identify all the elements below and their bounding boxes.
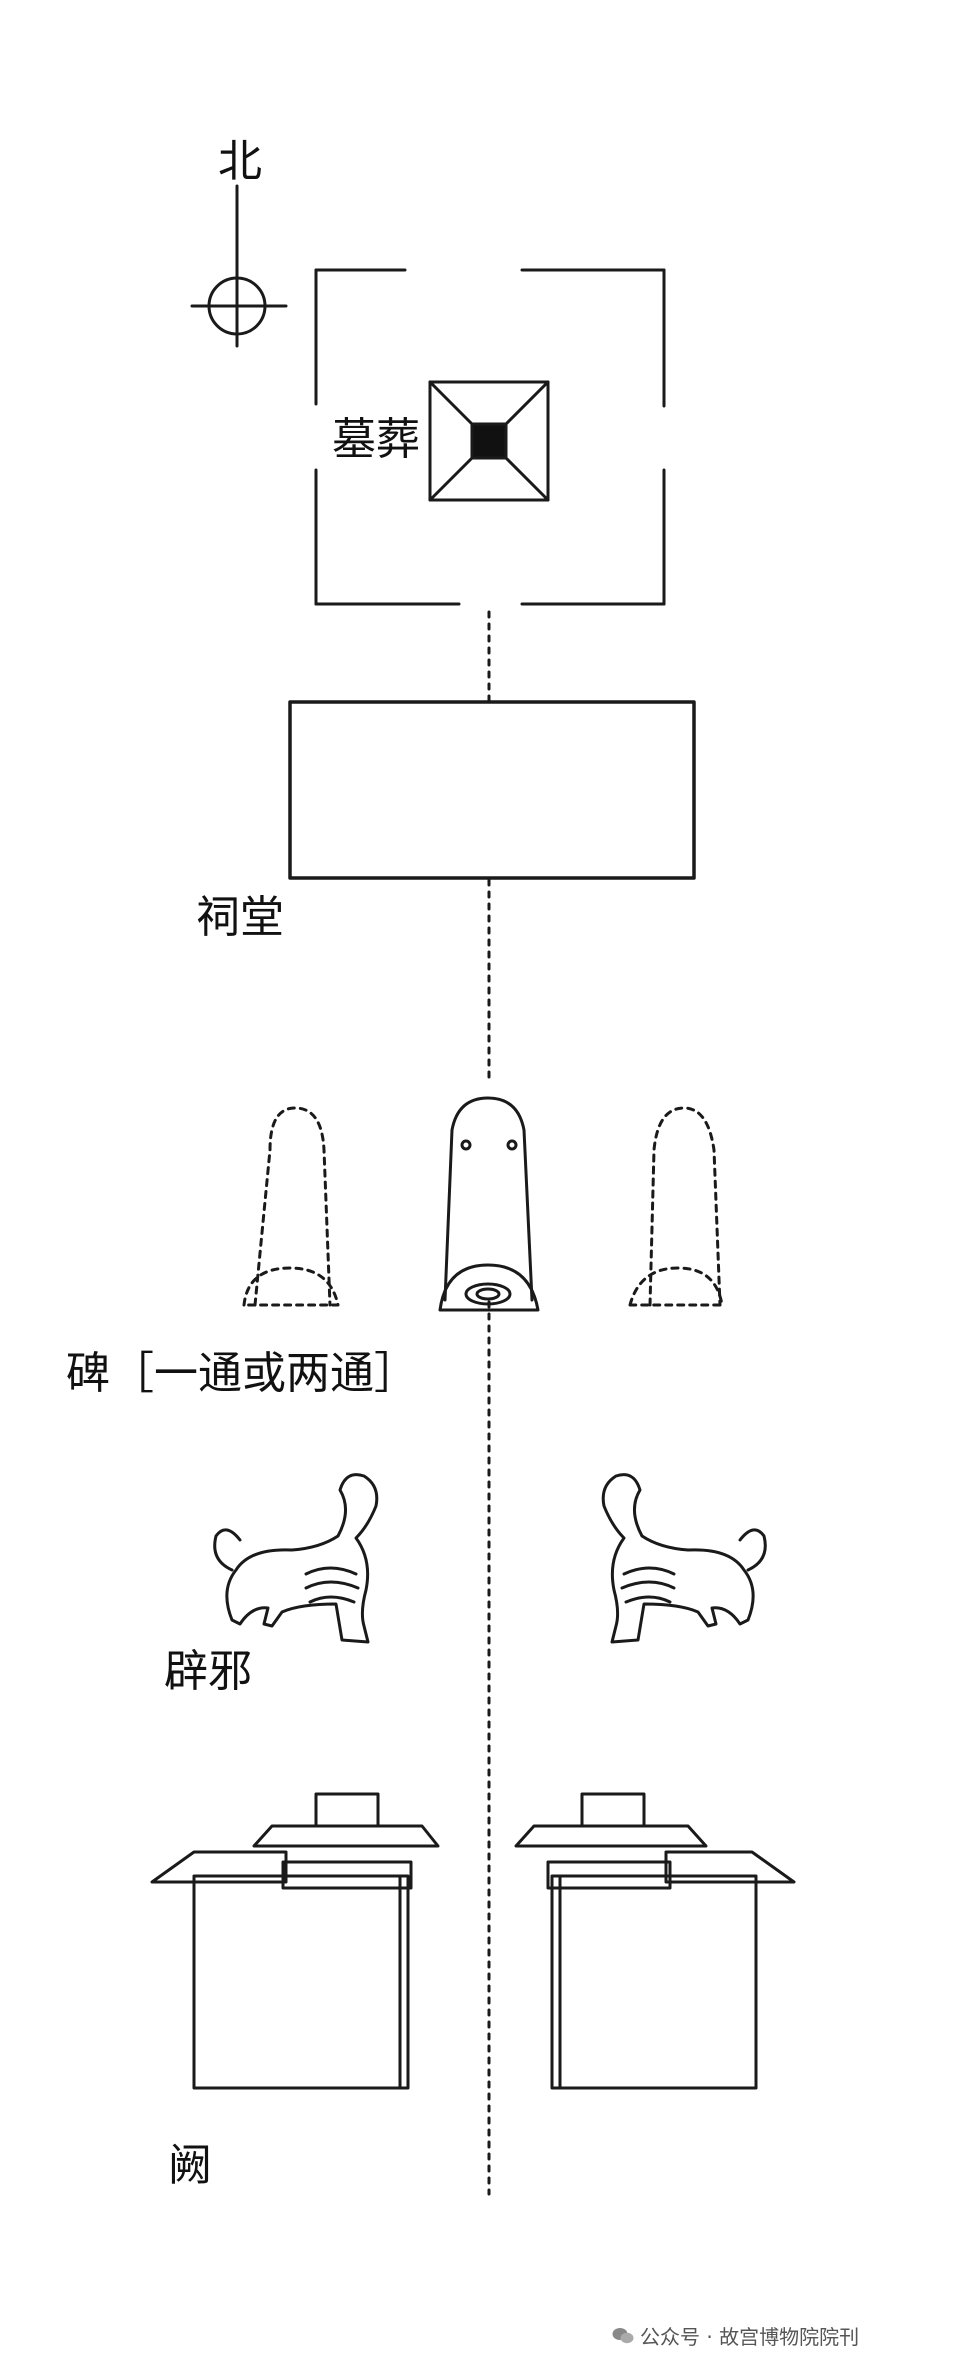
shrine-hall bbox=[288, 700, 696, 880]
tomb-enclosure-wall bbox=[314, 268, 666, 606]
stele-label: 碑［一通或两通］ bbox=[66, 1348, 418, 1399]
bixie-right bbox=[601, 1473, 767, 1644]
watermark: 公众号 · 故宫博物院院刊 bbox=[612, 2321, 859, 2350]
compass-icon bbox=[190, 184, 288, 348]
tomb-label: 墓葬 bbox=[332, 414, 420, 465]
tomb-mound bbox=[428, 380, 550, 502]
que-label: 阙 bbox=[168, 2140, 212, 2191]
north-label: 北 bbox=[218, 136, 262, 187]
bixie-label: 辟邪 bbox=[164, 1646, 252, 1697]
que-gate-tower-right bbox=[514, 1792, 796, 2090]
bixie-left bbox=[213, 1473, 379, 1644]
shrine-label: 祠堂 bbox=[196, 892, 284, 943]
que-gate-tower-left bbox=[150, 1792, 440, 2090]
stele-center bbox=[438, 1096, 540, 1312]
wechat-icon bbox=[612, 2327, 634, 2343]
watermark-text: 公众号 · 故宫博物院院刊 bbox=[640, 2325, 860, 2349]
stele-dashed-left bbox=[242, 1106, 340, 1307]
stele-dashed-right bbox=[628, 1106, 724, 1307]
